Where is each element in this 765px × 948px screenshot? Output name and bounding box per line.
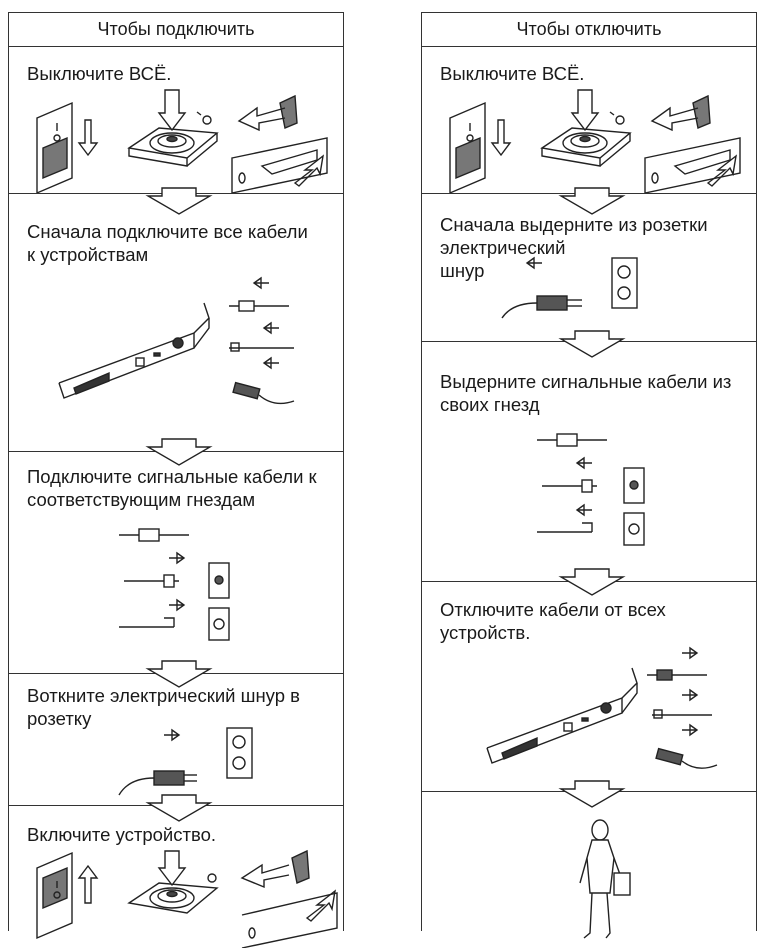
slide-switch-icon: [240, 849, 338, 948]
power-switch-icon: [449, 101, 486, 195]
connect-step-3-text: Подключите сигнальные кабели к соответст…: [27, 466, 317, 510]
unplug-illustration: [497, 253, 657, 338]
power-off-illustration: [440, 88, 741, 198]
laptop-icon: [58, 302, 210, 399]
connect-column: Чтобы подключить Выключите ВСЁ.: [8, 12, 344, 948]
signal-cables-illustration: [532, 428, 692, 553]
signal-cables-icon: [537, 433, 607, 533]
power-plug-icon: [118, 728, 197, 796]
next-step-arrow-icon: [145, 660, 213, 688]
disconnect-step-3-text: Выдерните сигнальные кабели из своих гне…: [440, 371, 732, 415]
arrow-down-icon: [77, 119, 99, 157]
next-step-arrow-icon: [558, 187, 626, 215]
slide-switch-icon: [644, 94, 741, 194]
person-icon: [579, 819, 631, 939]
disconnect-column: Чтобы отключить Выключите ВСЁ.: [421, 12, 757, 939]
laptop-cables-illustration: [54, 273, 324, 418]
power-plug-icon: [501, 256, 582, 319]
power-outlet-icon: [611, 257, 638, 309]
power-button-icon: [540, 89, 632, 167]
signal-cables-illustration: [109, 523, 269, 648]
next-step-arrow-icon: [145, 794, 213, 822]
disconnect-title: Чтобы отключить: [422, 13, 756, 47]
arrow-down-icon: [490, 119, 512, 157]
signal-cables-icon: [119, 528, 189, 628]
disconnect-step-2-text: Сначала выдерните из розетки электрическ…: [440, 214, 708, 281]
laptop-icon: [486, 667, 638, 764]
slide-switch-icon: [231, 94, 328, 194]
power-button-icon: [127, 89, 219, 167]
connect-step-4-text: Воткните электрический шнур в розетку: [27, 685, 300, 729]
cable-connectors-icon: [229, 276, 295, 405]
next-step-arrow-icon: [145, 438, 213, 466]
wall-jack-icon: [623, 467, 645, 546]
laptop-cables-illustration: [482, 633, 752, 783]
next-step-arrow-icon: [558, 330, 626, 358]
power-off-illustration: [27, 88, 328, 198]
cable-connectors-icon: [647, 646, 718, 769]
disconnect-step-4-text: Отключите кабели от всех устройств.: [440, 599, 666, 643]
power-switch-icon: [36, 851, 73, 940]
next-step-arrow-icon: [145, 187, 213, 215]
power-outlet-icon: [226, 727, 253, 779]
wall-jack-icon: [208, 562, 230, 641]
power-button-icon: [127, 850, 219, 914]
power-cord-illustration: [109, 723, 269, 803]
disconnect-step-1-text: Выключите ВСЁ.: [440, 63, 585, 84]
arrow-up-icon: [77, 864, 99, 904]
connect-step-5-text: Включите устройство.: [27, 824, 217, 845]
next-step-arrow-icon: [558, 780, 626, 808]
connect-step-2-text: Сначала подключите все кабели к устройст…: [27, 221, 308, 265]
connect-step-1-text: Выключите ВСЁ.: [27, 63, 172, 84]
next-step-arrow-icon: [558, 568, 626, 596]
connect-title: Чтобы подключить: [9, 13, 343, 47]
power-switch-icon: [36, 101, 73, 195]
power-on-illustration: [27, 843, 338, 948]
person-leaving-illustration: [562, 818, 642, 948]
